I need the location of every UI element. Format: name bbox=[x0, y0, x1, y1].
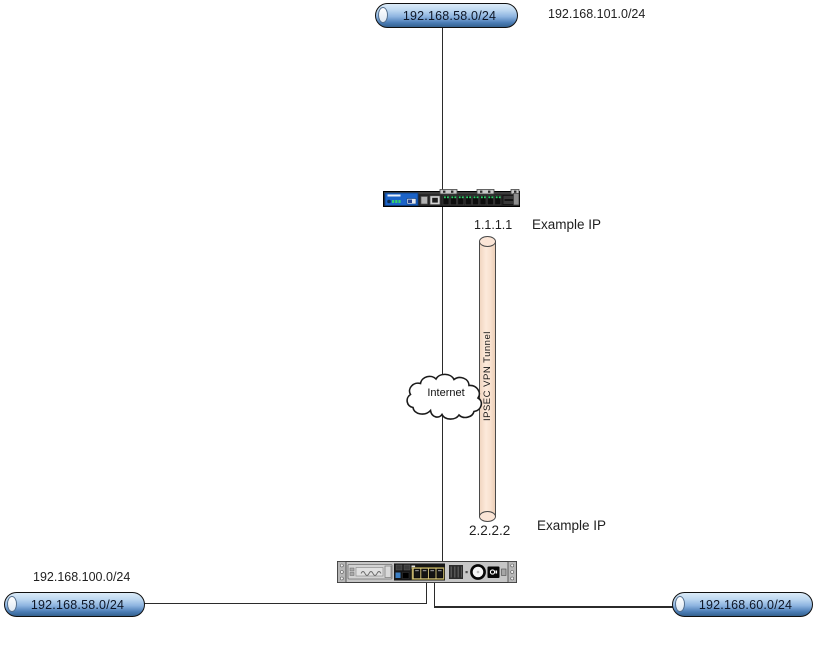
tunnel-cap-bottom bbox=[479, 511, 496, 522]
vpn-tunnel: IPSEC VPN Tunnel bbox=[479, 236, 496, 522]
cloud-label: Internet bbox=[427, 387, 465, 399]
connector-left-lan bbox=[144, 602, 427, 605]
ip-label-bottom: 2.2.2.2 bbox=[469, 523, 511, 538]
connector-server-right-drop bbox=[433, 583, 436, 607]
rack-server-icon bbox=[337, 560, 517, 584]
example-ip-note-bottom: Example IP bbox=[537, 518, 607, 533]
network-segment-right: 192.168.60.0/24 bbox=[672, 592, 813, 617]
cylinder-cap bbox=[378, 6, 388, 23]
connector-right-lan bbox=[433, 606, 674, 608]
connector-trunk bbox=[441, 27, 444, 561]
firewall-appliance-icon bbox=[383, 189, 520, 209]
network-segment-top: 192.168.58.0/24 bbox=[375, 3, 518, 28]
annotation-bottom-left: 192.168.100.0/24 bbox=[33, 570, 131, 584]
example-ip-note-top: Example IP bbox=[532, 217, 602, 232]
tunnel-body bbox=[479, 241, 496, 517]
cloud-shape bbox=[406, 373, 483, 420]
tunnel-cap-top bbox=[479, 236, 496, 247]
cylinder-cap bbox=[675, 595, 685, 612]
cylinder-cap bbox=[7, 595, 17, 612]
internet-cloud: Internet bbox=[404, 370, 488, 422]
segment-label: 192.168.60.0/24 bbox=[698, 597, 793, 612]
annotation-top-right: 192.168.101.0/24 bbox=[548, 7, 646, 21]
network-segment-left: 192.168.58.0/24 bbox=[4, 592, 145, 617]
segment-label: 192.168.58.0/24 bbox=[402, 8, 497, 23]
ip-label-top: 1.1.1.1 bbox=[474, 218, 513, 232]
connector-server-left-drop bbox=[425, 583, 428, 604]
segment-label: 192.168.58.0/24 bbox=[30, 597, 125, 612]
